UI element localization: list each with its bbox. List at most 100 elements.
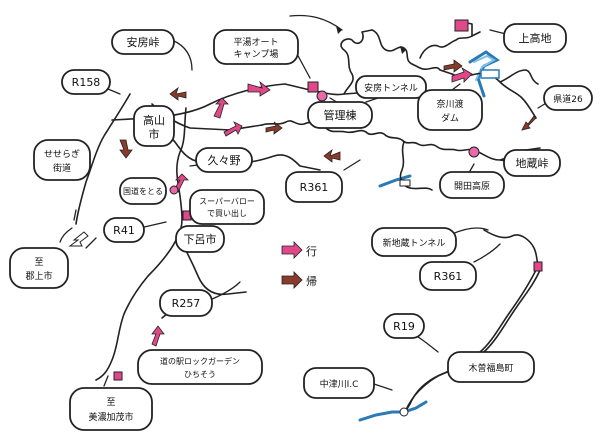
river-kaida [378, 174, 412, 188]
label-rock-garden-line1: 道の駅ロックガーデン [160, 356, 240, 366]
return-arrow-3 [323, 148, 341, 163]
go-arrow-6 [451, 66, 473, 83]
river-azusa-light [473, 54, 496, 81]
label-r361-right-frame [419, 261, 477, 291]
label-r361-right: R361 [419, 261, 477, 291]
connector-r361-left [343, 159, 361, 171]
label-nakatsugawa-frame [303, 367, 375, 399]
poi-nagano-turn [169, 185, 179, 195]
label-kendo26: 県道26 [543, 85, 593, 111]
arrowhead-top [336, 26, 342, 34]
return-arrow-4 [521, 115, 537, 131]
road-seseragi [75, 93, 131, 225]
label-r257: R257 [159, 289, 213, 317]
legend: 行 帰 [281, 241, 317, 289]
label-r158-frame [61, 69, 111, 95]
poi-kiso [533, 261, 543, 272]
label-takayama-line2: 市 [149, 127, 160, 141]
label-seseragi-line2: 街道 [53, 162, 71, 174]
label-r257-frame [159, 289, 213, 317]
label-hirayu-line1: 平湯オート [233, 37, 278, 48]
label-rock-garden-line2: ひちそう [184, 370, 216, 379]
label-takayama: 高山 市 [133, 105, 175, 147]
label-r361-right-text: R361 [434, 270, 463, 283]
label-nagano-text: 国道をとる [123, 186, 163, 196]
label-supermarket: スーパーバロー で買い出し [189, 189, 265, 225]
label-kiso-text: 木曽福島町 [468, 362, 513, 374]
label-kuguno: 久々野 [195, 147, 253, 173]
rivers [358, 50, 500, 422]
label-hirayu-line2: キャンプ場 [234, 48, 279, 60]
river-kiso [358, 400, 428, 422]
go-arrow-1 [247, 80, 271, 97]
return-arrow-2 [119, 139, 133, 159]
legend-return-label: 帰 [306, 275, 317, 288]
label-bubbles: 安房峠 平湯オート キャンプ場 上高地 R158 高山 市 安房トンネル [9, 23, 593, 431]
label-takayama-frame [133, 105, 175, 147]
connector-shinjizo [451, 227, 489, 235]
poi-rock-garden [113, 371, 123, 381]
road-r41-north [176, 107, 187, 237]
road-shinjizo [483, 229, 541, 271]
label-kiso: 木曽福島町 [447, 351, 535, 383]
road-annou-pass-2 [371, 29, 453, 75]
label-kuguno-frame [195, 147, 253, 173]
label-minokamo-line1: 至 [106, 397, 115, 408]
connector-kamikochi [489, 29, 507, 35]
label-kanri-frame [307, 101, 373, 129]
label-r19-text: R19 [393, 320, 415, 333]
label-hirayu-frame [213, 29, 299, 65]
poi-markers [113, 19, 543, 417]
connector-seseragi [73, 209, 77, 221]
label-r41-text: R41 [113, 224, 135, 237]
arrow-to-gujo [68, 231, 89, 247]
return-arrow-6 [443, 59, 463, 73]
road-r41-south [95, 235, 179, 381]
connector-nakatsugawa [373, 383, 393, 391]
label-shinjizo-text: 新地蔵トンネル [383, 237, 446, 249]
road-kaida-2 [409, 187, 433, 191]
connector-r257 [209, 281, 241, 301]
label-supermarket-line1: スーパーバロー [199, 197, 255, 206]
label-seseragi: せせらぎ 街道 [33, 139, 91, 181]
label-kanri-text: 管理棟 [324, 108, 357, 122]
return-arrow-1 [169, 86, 187, 101]
label-jizo-text: 地蔵峠 [516, 156, 549, 170]
label-gero: 下呂市 [175, 225, 225, 253]
label-gero-text: 下呂市 [184, 232, 217, 246]
label-kaida: 開田高原 [439, 171, 505, 199]
label-shinjizo-frame [371, 227, 457, 257]
label-supermarket-frame [189, 189, 265, 225]
connector-r361-right [473, 243, 501, 263]
label-jizo-frame [503, 149, 561, 177]
label-nakatsugawa: 中津川I.C [303, 367, 375, 399]
label-annou-frame [111, 29, 175, 55]
label-r41-frame [103, 217, 145, 243]
label-kanri: 管理棟 [307, 101, 373, 129]
go-arrow-2 [213, 97, 229, 119]
label-r19-frame [383, 313, 425, 339]
connector-annou [171, 39, 193, 71]
connector-gujo [85, 237, 97, 249]
poi-dam-wall [480, 69, 500, 79]
label-rock-garden: 道の駅ロックガーデン ひちそう [137, 349, 263, 385]
label-kuguno-text: 久々野 [208, 154, 241, 167]
label-annou-tunnel: 安房トンネル [355, 75, 427, 99]
label-kamikochi: 上高地 [503, 23, 567, 53]
label-nagawado-line1: 奈川渡 [436, 98, 463, 110]
road-kamikochi [419, 31, 481, 59]
label-gujo-line2: 郡上市 [25, 270, 52, 282]
label-nagawado: 奈川渡 ダム [417, 89, 483, 131]
label-minokamo-line2: 美濃加茂市 [88, 411, 133, 423]
label-annou-tunnel-text: 安房トンネル [364, 82, 418, 94]
label-r361-left-frame [285, 171, 343, 203]
legend-go-arrow [281, 241, 303, 259]
poi-kanri [316, 90, 328, 102]
poi-nakatsugawa-ic [399, 407, 409, 417]
connector-gujo-arrow [59, 227, 73, 243]
label-nagano-frame [119, 177, 167, 205]
label-r257-text: R257 [172, 297, 201, 310]
poi-hirayu-camp [307, 81, 319, 93]
label-minokamo: 至 美濃加茂市 [69, 387, 153, 431]
